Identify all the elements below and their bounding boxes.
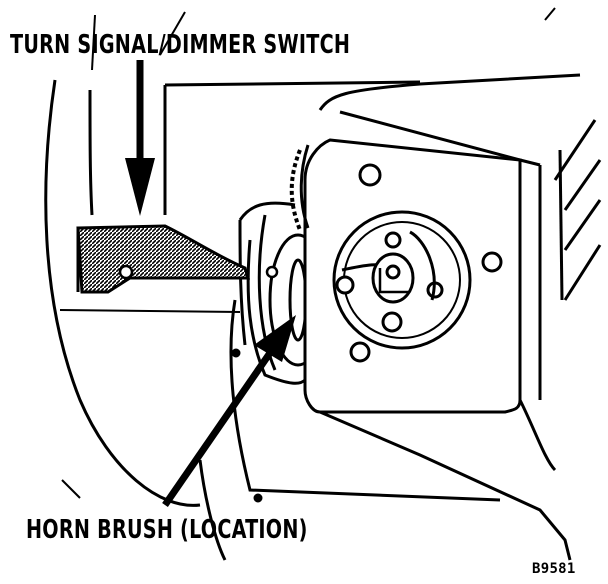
- arrow-turn-signal: [125, 60, 155, 216]
- horn-brush-label: HORN BRUSH (LOCATION): [26, 515, 308, 545]
- turn-signal-label: TURN SIGNAL/DIMMER SWITCH: [10, 30, 351, 60]
- lock-plate: [289, 73, 602, 561]
- arrow-horn-brush: [162, 315, 296, 507]
- dash-outline: [44, 7, 556, 561]
- turn-signal-lever: [76, 224, 279, 294]
- figure-code: B9581: [532, 561, 576, 577]
